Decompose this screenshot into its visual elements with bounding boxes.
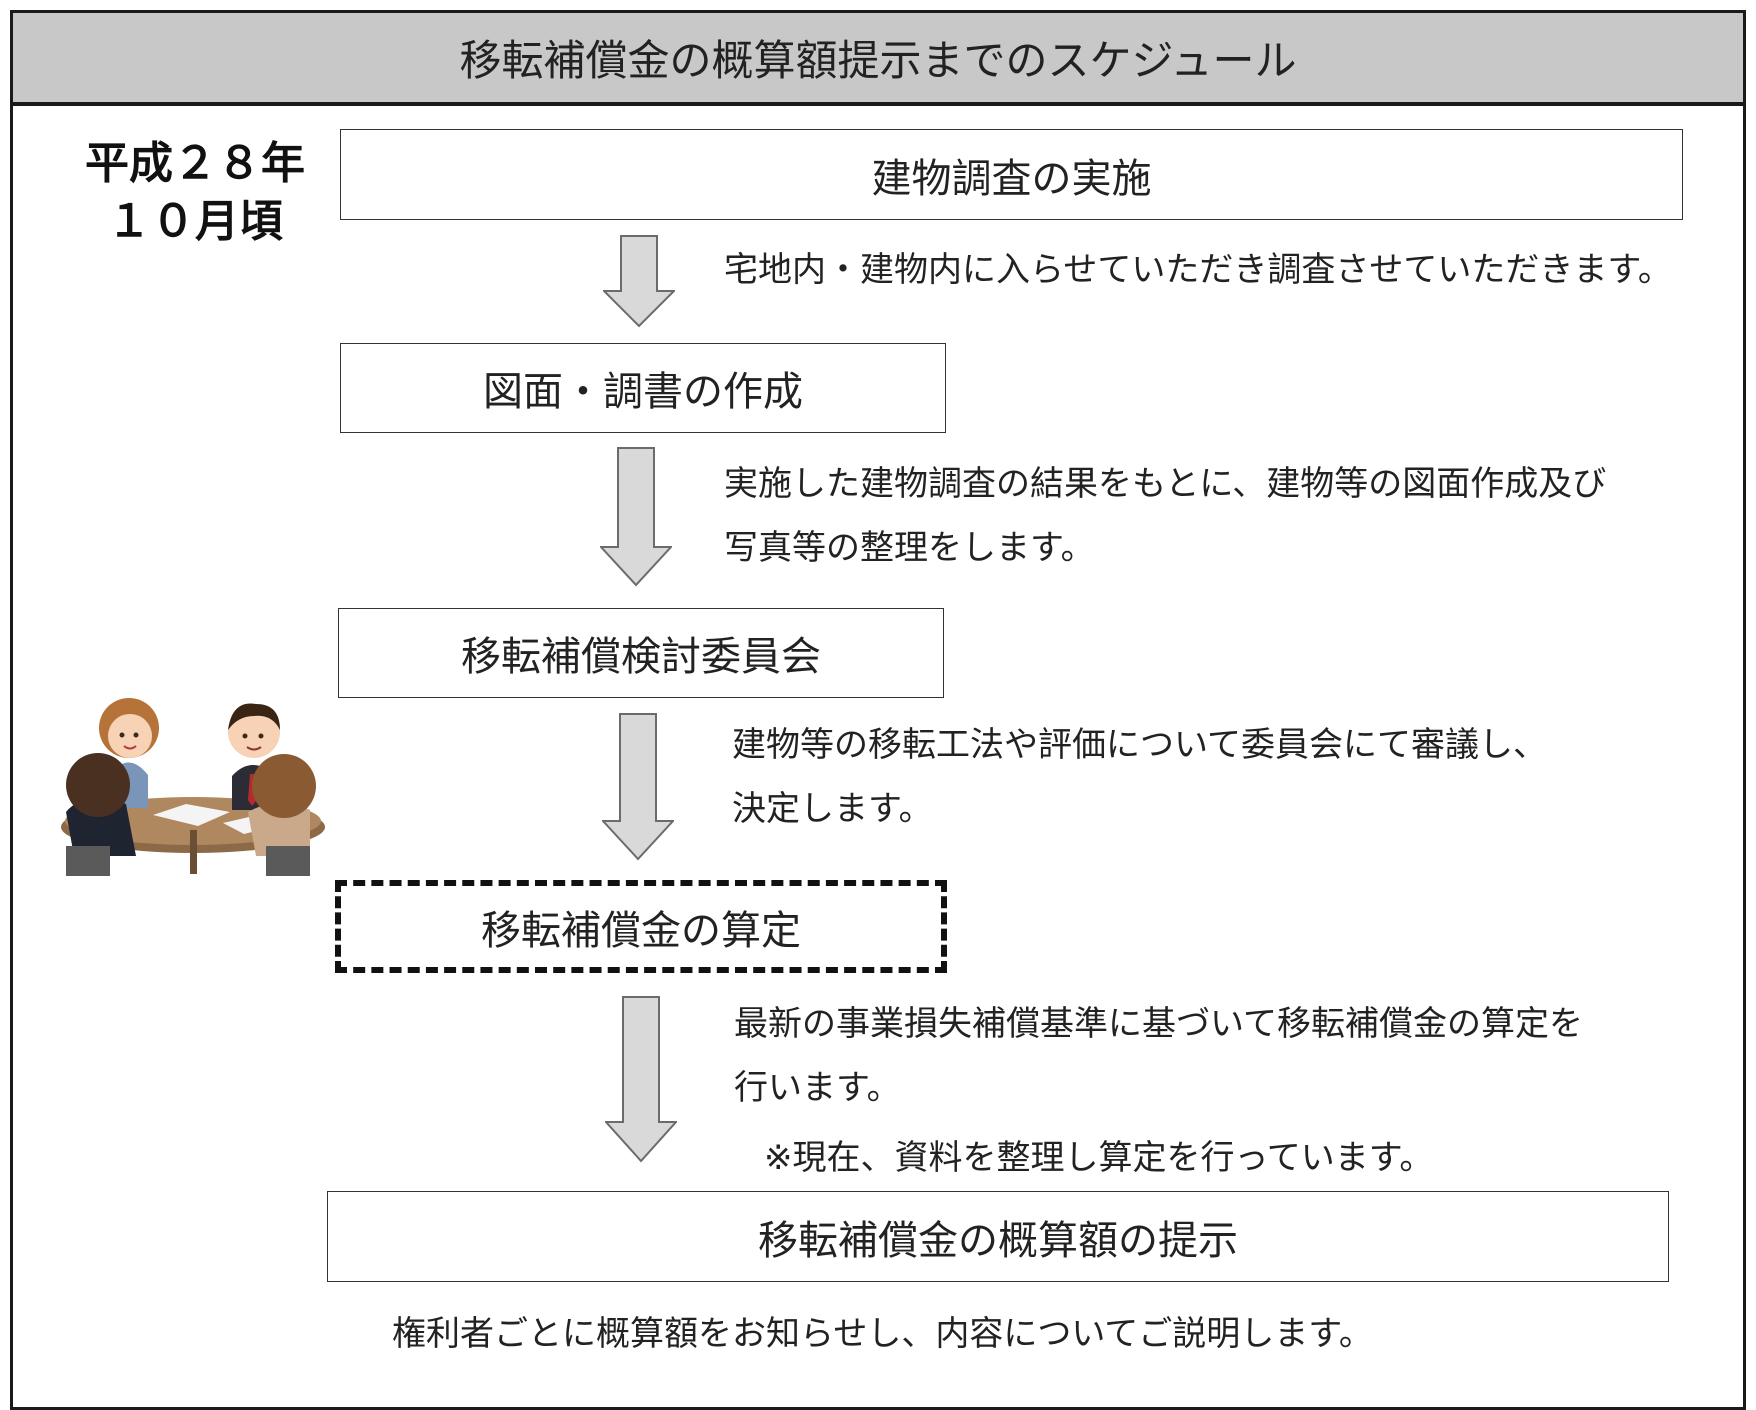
date-label-line2: １０月頃: [107, 196, 283, 247]
step-building-survey: 建物調査の実施: [340, 129, 1683, 220]
description-review-committee: 建物等の移転工法や評価について委員会にて審議し、 決定します。: [732, 725, 1547, 829]
step-estimate-presentation: 移転補償金の概算額の提示: [327, 1191, 1669, 1282]
current-status-note: ※現在、資料を整理し算定を行っています。: [764, 1138, 1434, 1178]
description-drawings-documents: 実施した建物調査の結果をもとに、建物等の図面作成及び 写真等の整理をします。: [724, 464, 1607, 568]
down-arrow-icon: [600, 447, 672, 587]
meeting-illustration-icon: [61, 698, 325, 876]
step-drawings-documents: 図面・調書の作成: [340, 343, 946, 433]
down-arrow-icon: [603, 235, 675, 328]
down-arrow-icon: [602, 713, 674, 861]
final-description: 権利者ごとに概算額をお知らせし、内容についてご説明します。: [392, 1314, 1373, 1354]
description-building-survey: 宅地内・建物内に入らせていただき調査させていただきます。: [724, 250, 1672, 290]
description-compensation-calculation: 最新の事業損失補償基準に基づいて移転補償金の算定を 行います。: [734, 1004, 1583, 1108]
step-review-committee: 移転補償検討委員会: [338, 608, 944, 698]
date-label: 平成２８年 １０月頃: [70, 135, 320, 251]
step-compensation-calculation: 移転補償金の算定: [335, 880, 947, 973]
page-title: 移転補償金の概算額提示までのスケジュール: [10, 10, 1746, 106]
date-label-line1: 平成２８年: [85, 138, 305, 189]
down-arrow-icon: [605, 996, 677, 1163]
